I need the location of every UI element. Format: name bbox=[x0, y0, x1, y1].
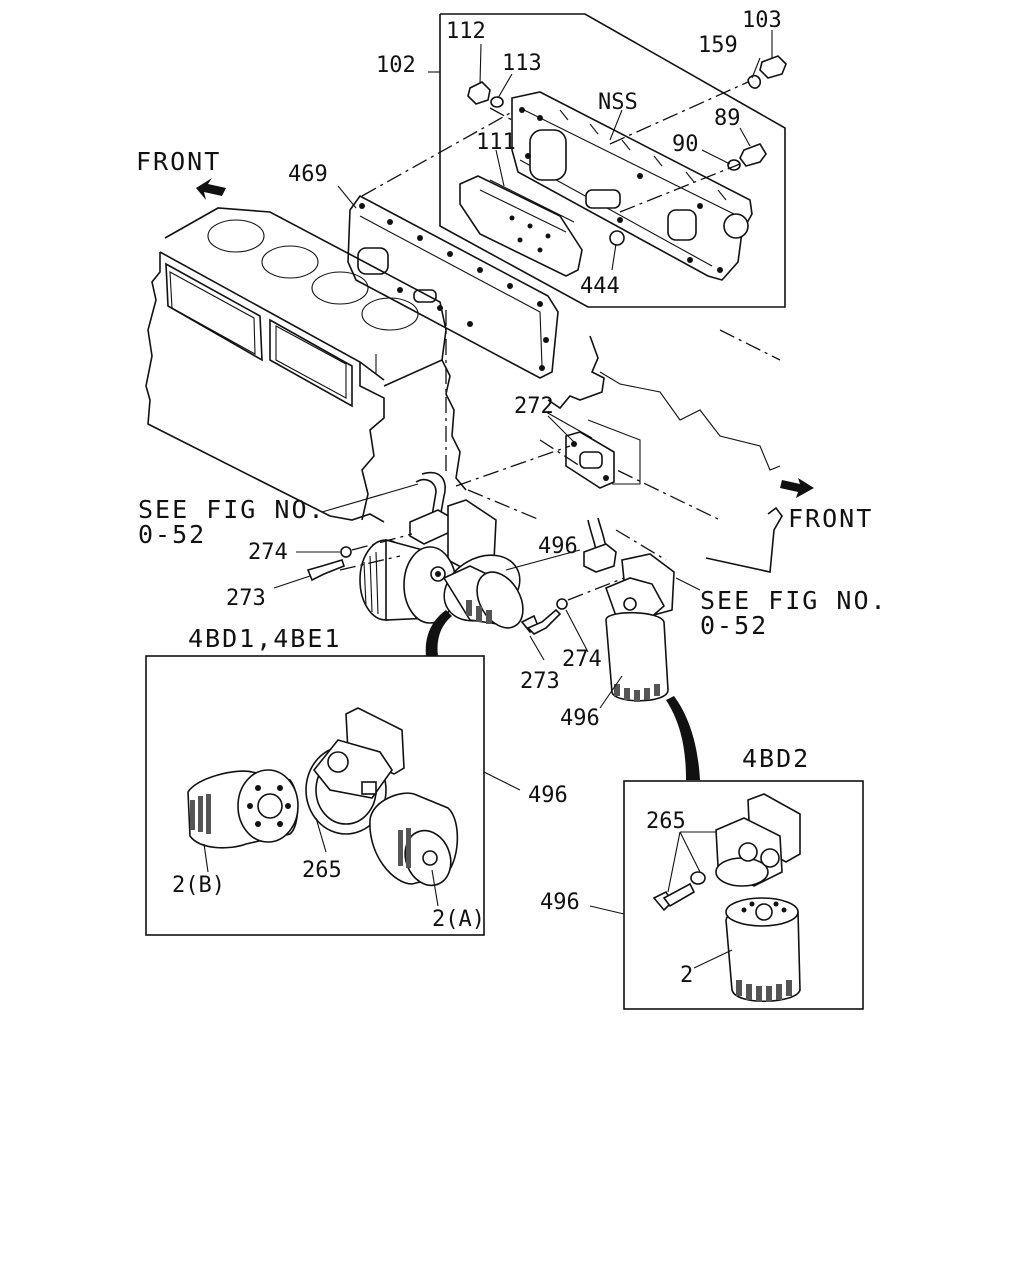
label-444: 444 bbox=[580, 274, 620, 299]
cooler-gasket-469 bbox=[347, 194, 559, 379]
bolt-4bd2 bbox=[652, 882, 696, 912]
label-496-lower: 496 bbox=[560, 706, 600, 731]
washer-113 bbox=[490, 96, 504, 108]
label-nss: NSS bbox=[598, 90, 638, 115]
detail-box-4bd1-4be1 bbox=[145, 655, 521, 936]
front-arrow-upper bbox=[196, 178, 226, 200]
label-2b: 2(B) bbox=[172, 873, 225, 898]
o-ring-444 bbox=[609, 230, 625, 246]
callout-arrow-4bd2 bbox=[666, 696, 700, 780]
label-274-lower: 274 bbox=[562, 647, 602, 672]
label-102: 102 bbox=[376, 53, 416, 78]
filter-2a bbox=[369, 792, 459, 887]
washer-274-upper bbox=[340, 546, 352, 558]
oil-filter-assembly-lower bbox=[583, 543, 675, 702]
see-fig-ref-left-line2: 0-52 bbox=[138, 520, 206, 549]
label-496-box1: 496 bbox=[528, 783, 568, 808]
bolt-89 bbox=[739, 143, 767, 167]
washer-274-lower bbox=[556, 598, 568, 610]
label-272: 272 bbox=[514, 394, 554, 419]
label-265-box1: 265 bbox=[302, 858, 342, 883]
plug-103 bbox=[759, 55, 787, 79]
label-113: 113 bbox=[502, 51, 542, 76]
label-90: 90 bbox=[672, 132, 699, 157]
filter-head-4bd2 bbox=[715, 793, 801, 887]
oil-cooler-housing bbox=[511, 91, 753, 281]
bolt-273-upper bbox=[306, 559, 345, 582]
oil-filter-assembly-upper bbox=[359, 499, 524, 629]
o-ring-265 bbox=[690, 871, 706, 885]
box-title-4bd1-4be1: 4BD1,4BE1 bbox=[188, 624, 341, 653]
label-496-box2: 496 bbox=[540, 890, 580, 915]
gasket-272 bbox=[565, 431, 615, 489]
bolt-273-lower bbox=[520, 608, 562, 635]
oil-cooler-inset bbox=[428, 13, 787, 308]
label-469: 469 bbox=[288, 162, 328, 187]
box-title-4bd2: 4BD2 bbox=[742, 744, 810, 773]
label-496-upper: 496 bbox=[538, 534, 578, 559]
front-arrow-lower bbox=[780, 478, 814, 498]
label-103: 103 bbox=[742, 8, 782, 33]
front-label-upper: FRONT bbox=[136, 147, 221, 176]
label-273-upper: 273 bbox=[226, 586, 266, 611]
filter-2b bbox=[187, 769, 299, 849]
label-274-upper: 274 bbox=[248, 540, 288, 565]
see-fig-ref-right-line2: 0-52 bbox=[700, 611, 768, 640]
label-112: 112 bbox=[446, 19, 486, 44]
see-fig-ref-right-line1: SEE FIG NO. bbox=[700, 586, 888, 615]
cooler-element bbox=[459, 175, 583, 277]
callout-arrow-4bd1 bbox=[425, 610, 452, 656]
front-label-lower: FRONT bbox=[788, 504, 873, 533]
label-273-lower: 273 bbox=[520, 669, 560, 694]
engine-block bbox=[145, 207, 467, 523]
filter-head bbox=[305, 707, 405, 835]
label-159: 159 bbox=[698, 33, 738, 58]
bolt-112 bbox=[467, 81, 491, 105]
gasket-159 bbox=[747, 74, 762, 89]
detail-box-4bd2 bbox=[589, 780, 864, 1010]
label-265-box2: 265 bbox=[646, 809, 686, 834]
label-111: 111 bbox=[476, 130, 516, 155]
see-fig-ref-left-line1: SEE FIG NO. bbox=[138, 495, 326, 524]
filter-2-4bd2 bbox=[725, 897, 801, 1003]
label-89: 89 bbox=[714, 106, 741, 131]
label-2a: 2(A) bbox=[432, 907, 485, 932]
label-2: 2 bbox=[680, 963, 693, 988]
